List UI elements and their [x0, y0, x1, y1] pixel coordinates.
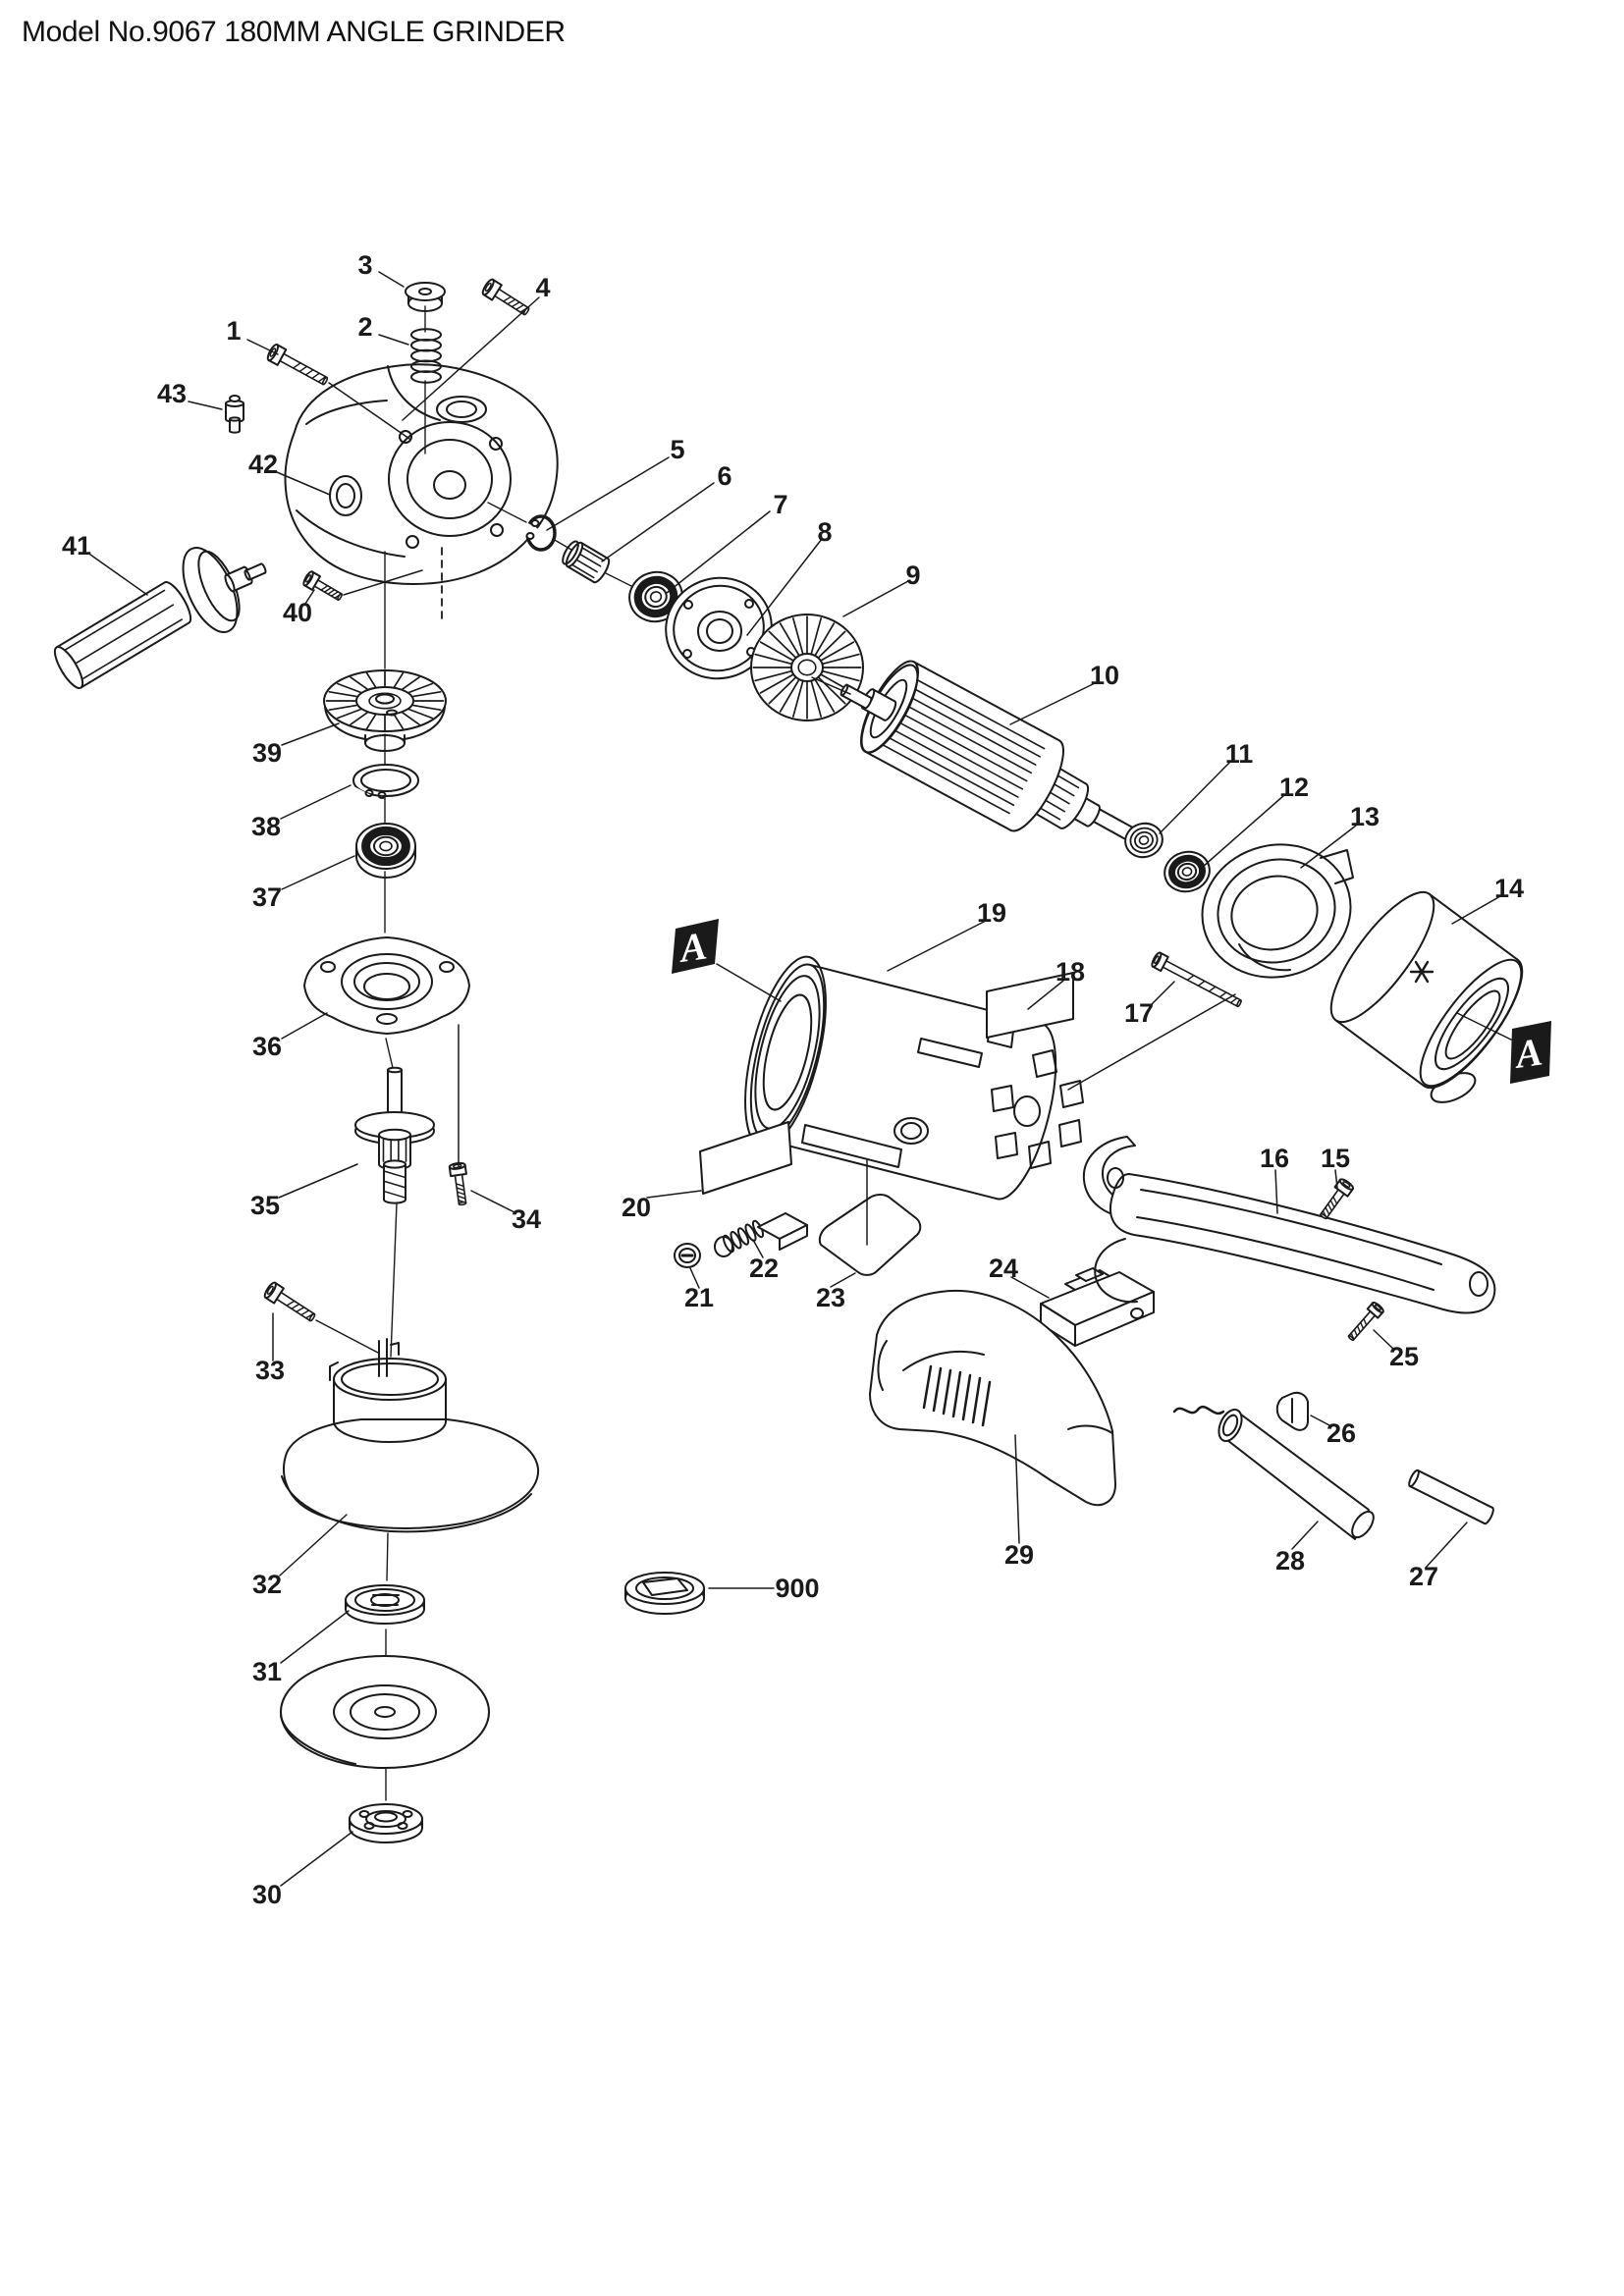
- part-10: [839, 660, 1134, 841]
- part-label-14: 14: [1494, 874, 1524, 903]
- section-marker-A-1: A: [672, 919, 782, 1002]
- part-25: [1347, 1301, 1384, 1342]
- part-2: [410, 328, 442, 384]
- part-label-34: 34: [512, 1204, 541, 1234]
- part-38: [350, 764, 419, 805]
- part-label-6: 6: [717, 461, 731, 491]
- part-9: [750, 614, 864, 721]
- part-3: [405, 282, 446, 312]
- part-27: [1408, 1468, 1494, 1525]
- part-43: [225, 395, 244, 434]
- part-label-29: 29: [1004, 1540, 1034, 1570]
- part-41: [53, 547, 267, 689]
- part-label-15: 15: [1321, 1144, 1350, 1173]
- part-label-3: 3: [357, 250, 372, 280]
- part-5: [520, 514, 557, 552]
- part-label-23: 23: [816, 1283, 845, 1312]
- part-26: [1275, 1391, 1309, 1431]
- part-34: [448, 1161, 467, 1206]
- part-label-26: 26: [1326, 1418, 1356, 1448]
- part-label-19: 19: [977, 898, 1006, 928]
- part-label-2: 2: [357, 312, 372, 342]
- part-14: [1329, 890, 1524, 1103]
- leader-lines: [89, 271, 1501, 1887]
- part-16: [1082, 1136, 1496, 1314]
- part-label-11: 11: [1225, 739, 1254, 769]
- part-19: [744, 955, 1084, 1201]
- part-40: [302, 570, 343, 601]
- part-label-41: 41: [62, 531, 91, 561]
- part-label-39: 39: [252, 738, 282, 768]
- section-marker-A-2: A: [1456, 1012, 1551, 1084]
- page-title: Model No.9067 180MM ANGLE GRINDER: [22, 16, 566, 48]
- part-label-30: 30: [252, 1880, 282, 1909]
- part-label-25: 25: [1389, 1342, 1419, 1371]
- part-29: [869, 1290, 1116, 1507]
- part-4: [481, 278, 530, 316]
- part-label-22: 22: [749, 1254, 779, 1283]
- part-label-1: 1: [226, 316, 241, 346]
- part-label-38: 38: [251, 812, 281, 841]
- part-1: [266, 344, 329, 386]
- part-label-12: 12: [1279, 773, 1309, 802]
- part-label-31: 31: [252, 1657, 282, 1686]
- part-12: [1164, 850, 1211, 893]
- part-28: [1172, 1405, 1375, 1540]
- part-35: [354, 1066, 435, 1204]
- part-label-27: 27: [1409, 1562, 1438, 1591]
- part-label-16: 16: [1260, 1144, 1289, 1173]
- part-33: [263, 1281, 316, 1322]
- part-label-4: 4: [535, 273, 550, 302]
- part-label-43: 43: [157, 379, 187, 408]
- part-label-20: 20: [622, 1193, 651, 1222]
- part-30: [349, 1803, 423, 1843]
- part-label-40: 40: [283, 598, 312, 627]
- part-21: [674, 1243, 701, 1268]
- part-6: [562, 540, 611, 584]
- part-39: [323, 669, 447, 752]
- part-label-37: 37: [252, 882, 282, 912]
- part-label-28: 28: [1275, 1546, 1305, 1575]
- part-label-36: 36: [252, 1032, 282, 1061]
- part-23: [818, 1194, 922, 1276]
- part-label-42: 42: [248, 450, 278, 479]
- part-label-7: 7: [773, 490, 787, 519]
- part-label-10: 10: [1090, 661, 1119, 690]
- part-label-8: 8: [817, 517, 832, 547]
- part-24: [1040, 1267, 1155, 1347]
- part-13: [1201, 843, 1354, 979]
- part-label-35: 35: [250, 1191, 280, 1220]
- part-label-32: 32: [252, 1570, 282, 1599]
- part-label-5: 5: [670, 435, 684, 464]
- part-31: [345, 1584, 425, 1625]
- part-label-21: 21: [684, 1283, 714, 1312]
- part-label-18: 18: [1056, 957, 1085, 987]
- grinding-wheel-disc: [280, 1655, 490, 1769]
- part-22: [714, 1212, 808, 1257]
- part-37: [355, 823, 416, 879]
- part-32: [281, 1338, 540, 1533]
- part-36: [303, 936, 470, 1035]
- part-900: [624, 1572, 705, 1615]
- part-11: [1124, 822, 1164, 859]
- part-label-13: 13: [1350, 802, 1380, 831]
- part-20: [699, 1121, 792, 1195]
- part-label-17: 17: [1124, 998, 1154, 1028]
- part-15: [1320, 1178, 1355, 1220]
- part-label-24: 24: [989, 1254, 1018, 1283]
- part-label-9: 9: [905, 561, 920, 590]
- part-label-900: 900: [775, 1574, 819, 1603]
- part-label-33: 33: [255, 1356, 285, 1385]
- part-18: [986, 972, 1074, 1039]
- part-7: [628, 570, 683, 623]
